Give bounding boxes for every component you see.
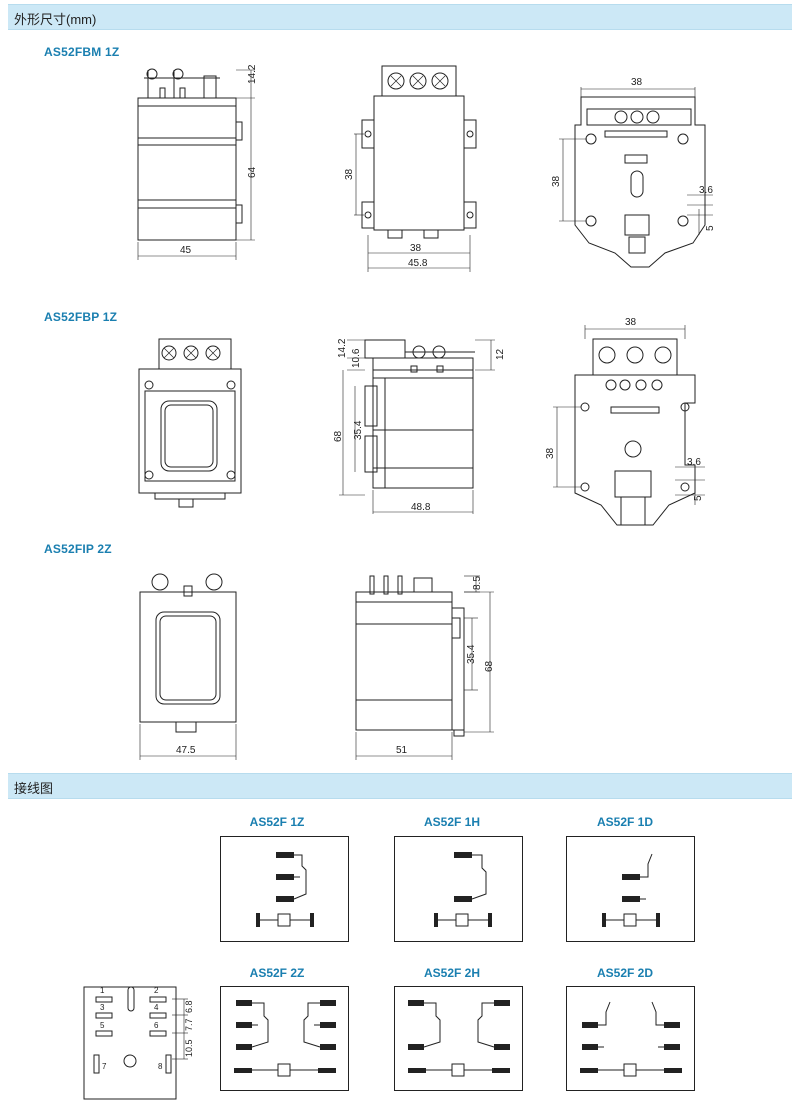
pin-label-8: 8 (158, 1062, 163, 1071)
fbm-bottom-dim-1: 38 (631, 77, 643, 88)
wiring-section-bar: 接线图 (8, 773, 792, 799)
socket-dim-1: 6.8 (184, 1000, 194, 1013)
model-title-fbm: AS52FBM 1Z (44, 45, 120, 59)
socket-dim-3: 10.5 (184, 1039, 194, 1057)
fbp-bottom-dim-1: 38 (625, 317, 637, 328)
fbm-front-dim-3: 45.8 (408, 258, 428, 269)
pin-label-1: 1 (100, 986, 105, 995)
fbm-bottom-dim-2: 38 (551, 175, 562, 187)
pin-label-4: 4 (154, 1003, 159, 1012)
wiring-diagram-2z (220, 986, 349, 1091)
fip-side-dim-1: 8.5 (472, 576, 483, 590)
fbp-front-view (138, 338, 242, 508)
dimensions-section-bar: 外形尺寸(mm) (8, 4, 792, 30)
model-title-fip: AS52FIP 2Z (44, 542, 112, 556)
fbm-front-dim-2: 38 (410, 243, 422, 254)
fbm-front-view: 38 38 45.8 (344, 65, 477, 272)
model-title-fbp: AS52FBP 1Z (44, 310, 118, 324)
fbp-side-dim-2: 10.6 (351, 348, 362, 368)
fbp-side-dim-1: 14.2 (337, 338, 348, 358)
socket-pin-layout: 1 2 3 4 5 6 7 8 6.8 7.7 10.5 (83, 986, 194, 1100)
wiring-diagram-1h (394, 836, 523, 942)
wiring-section-title: 接线图 (14, 781, 54, 796)
wiring-diagram-2d (566, 986, 695, 1091)
pin-label-7: 7 (102, 1062, 107, 1071)
fip-side-dim-4: 51 (396, 745, 408, 756)
socket-dim-2: 7.7 (184, 1018, 194, 1031)
fbp-side-dim-3: 12 (495, 348, 506, 360)
fbp-bottom-dim-4: 5 (693, 495, 704, 501)
fbm-bottom-view: 38 38 3.6 5 (551, 77, 716, 268)
wiring-diagram-2h (394, 986, 523, 1091)
fbp-side-dim-5: 68 (333, 430, 344, 442)
wiring-title-1h: AS52F 1H (423, 815, 481, 829)
pin-label-6: 6 (154, 1021, 159, 1030)
wiring-diagram-1d (566, 836, 695, 942)
fbm-bottom-dim-3: 3.6 (699, 185, 713, 196)
fbm-side-dim-2: 64 (247, 166, 258, 178)
wiring-title-1z: AS52F 1Z (249, 815, 305, 829)
fbp-bottom-view: 38 38 3.6 5 (545, 317, 705, 526)
fbp-bottom-dim-2: 38 (545, 447, 556, 459)
wiring-title-2z: AS52F 2Z (249, 966, 305, 980)
fip-side-dim-2: 35.4 (466, 644, 477, 664)
fip-front-view: 47.5 (139, 573, 237, 760)
wiring-title-2h: AS52F 2H (423, 966, 481, 980)
fbp-side-dim-4: 35.4 (353, 420, 364, 440)
fip-front-dim-1: 47.5 (176, 745, 196, 756)
wiring-diagram-1z (220, 836, 349, 942)
fip-side-dim-3: 68 (484, 660, 495, 672)
wiring-title-2d: AS52F 2D (596, 966, 654, 980)
fbp-side-view: 14.2 10.6 12 35.4 68 48.8 (333, 338, 506, 514)
pin-label-2: 2 (154, 986, 159, 995)
fbp-side-dim-6: 48.8 (411, 502, 431, 513)
fbm-bottom-dim-4: 5 (705, 225, 716, 231)
pin-label-3: 3 (100, 1003, 105, 1012)
pin-label-5: 5 (100, 1021, 105, 1030)
fbm-side-dim-3: 45 (180, 245, 192, 256)
wiring-title-1d: AS52F 1D (596, 815, 654, 829)
dimensions-section-title: 外形尺寸(mm) (14, 12, 97, 27)
fip-side-view: 8.5 35.4 68 51 (355, 575, 495, 760)
fbm-side-view: 14.2 64 45 (137, 64, 258, 260)
fbm-side-dim-1: 14.2 (247, 64, 258, 84)
fbm-front-dim-1: 38 (344, 168, 355, 180)
fbp-bottom-dim-3: 3.6 (687, 457, 701, 468)
